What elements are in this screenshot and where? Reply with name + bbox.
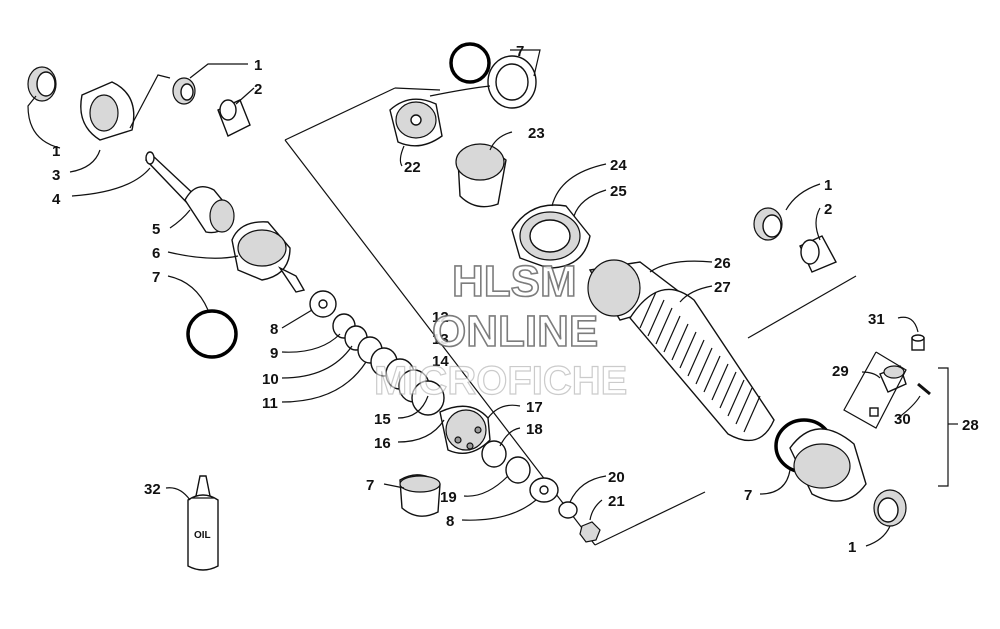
o-ring-left <box>186 309 238 359</box>
callout-28: 28 <box>962 417 979 434</box>
leader-lines <box>27 49 958 547</box>
reservoir-cap <box>389 98 443 147</box>
callout-10: 10 <box>262 371 279 388</box>
piston-shaft <box>144 151 202 207</box>
leader-eye <box>129 74 171 129</box>
callout-9: 9 <box>270 345 278 362</box>
wear-band-lower <box>399 474 441 517</box>
callout-15: 15 <box>374 411 391 428</box>
schrader-valve <box>879 365 907 393</box>
valve-washer-stack <box>309 290 445 416</box>
washer-20 <box>558 501 578 519</box>
valve-spring-30 <box>917 382 931 396</box>
washer-8-lower <box>529 477 559 503</box>
washer-18 <box>481 440 507 468</box>
o-ring-top <box>449 42 491 84</box>
callout-30: 30 <box>894 411 911 428</box>
bracket-28 <box>938 367 949 487</box>
eye-sleeve-upper <box>80 81 135 141</box>
callout-13: 13 <box>432 331 449 348</box>
callout-24: 24 <box>610 157 627 174</box>
oil-bottle-label: OIL <box>194 530 211 541</box>
callout-1: 1 <box>52 143 60 160</box>
callout-6: 6 <box>152 245 160 262</box>
callout-1: 1 <box>848 539 856 556</box>
callout-14: 14 <box>432 353 449 370</box>
callout-3: 3 <box>52 167 60 184</box>
oil-bottle <box>187 475 219 571</box>
callout-12: 12 <box>432 309 449 326</box>
leader-right-box <box>747 275 857 339</box>
callout-16: 16 <box>374 435 391 452</box>
valve-group-outline <box>843 351 907 429</box>
callout-31: 31 <box>868 311 885 328</box>
valve-core <box>869 407 879 417</box>
callout-7: 7 <box>516 43 524 60</box>
callout-2: 2 <box>824 201 832 218</box>
callout-25: 25 <box>610 183 627 200</box>
watermark-line-2: ONLINE <box>432 307 598 356</box>
bushing-upper-small <box>172 77 196 105</box>
bumper <box>184 186 235 234</box>
spring-adjuster-nut <box>511 204 591 269</box>
bushing-right-lower <box>873 489 907 527</box>
nut-21 <box>579 521 601 543</box>
callout-29: 29 <box>832 363 849 380</box>
callout-7: 7 <box>366 477 374 494</box>
callout-26: 26 <box>714 255 731 272</box>
callout-7: 7 <box>744 487 752 504</box>
spacer-upper <box>217 99 251 137</box>
callout-23: 23 <box>528 125 545 142</box>
callout-8: 8 <box>446 513 454 530</box>
wear-band-top <box>487 55 537 109</box>
callout-7: 7 <box>152 269 160 286</box>
callout-18: 18 <box>526 421 543 438</box>
valve-cap-31 <box>911 334 925 351</box>
callout-2: 2 <box>254 81 262 98</box>
washer-19 <box>505 456 531 484</box>
callout-1: 1 <box>254 57 262 74</box>
callout-22: 22 <box>404 159 421 176</box>
lower-eyelet <box>789 428 867 502</box>
callout-20: 20 <box>608 469 625 486</box>
callout-32: 32 <box>144 481 161 498</box>
bushing-left-upper <box>27 66 57 102</box>
sleeve-23 <box>455 143 507 208</box>
bushing-right-upper <box>753 207 783 241</box>
seal-head <box>231 221 306 293</box>
watermark-line-3: MICROFICHE <box>374 359 627 403</box>
callout-8: 8 <box>270 321 278 338</box>
callout-1: 1 <box>824 177 832 194</box>
callout-5: 5 <box>152 221 160 238</box>
callout-17: 17 <box>526 399 543 416</box>
watermark: HLSM ONLINE MICROFICHE <box>373 256 628 403</box>
callout-19: 19 <box>440 489 457 506</box>
callout-21: 21 <box>608 493 625 510</box>
callout-4: 4 <box>52 191 61 208</box>
callout-numbers: 1 2 1 3 4 5 6 7 8 9 10 11 12 13 14 15 16… <box>52 43 979 556</box>
spacer-right <box>799 235 837 273</box>
callout-11: 11 <box>262 395 278 412</box>
piston <box>439 405 491 454</box>
watermark-line-1: HLSM <box>452 257 577 306</box>
coil-spring <box>629 288 775 442</box>
callout-27: 27 <box>714 279 731 296</box>
